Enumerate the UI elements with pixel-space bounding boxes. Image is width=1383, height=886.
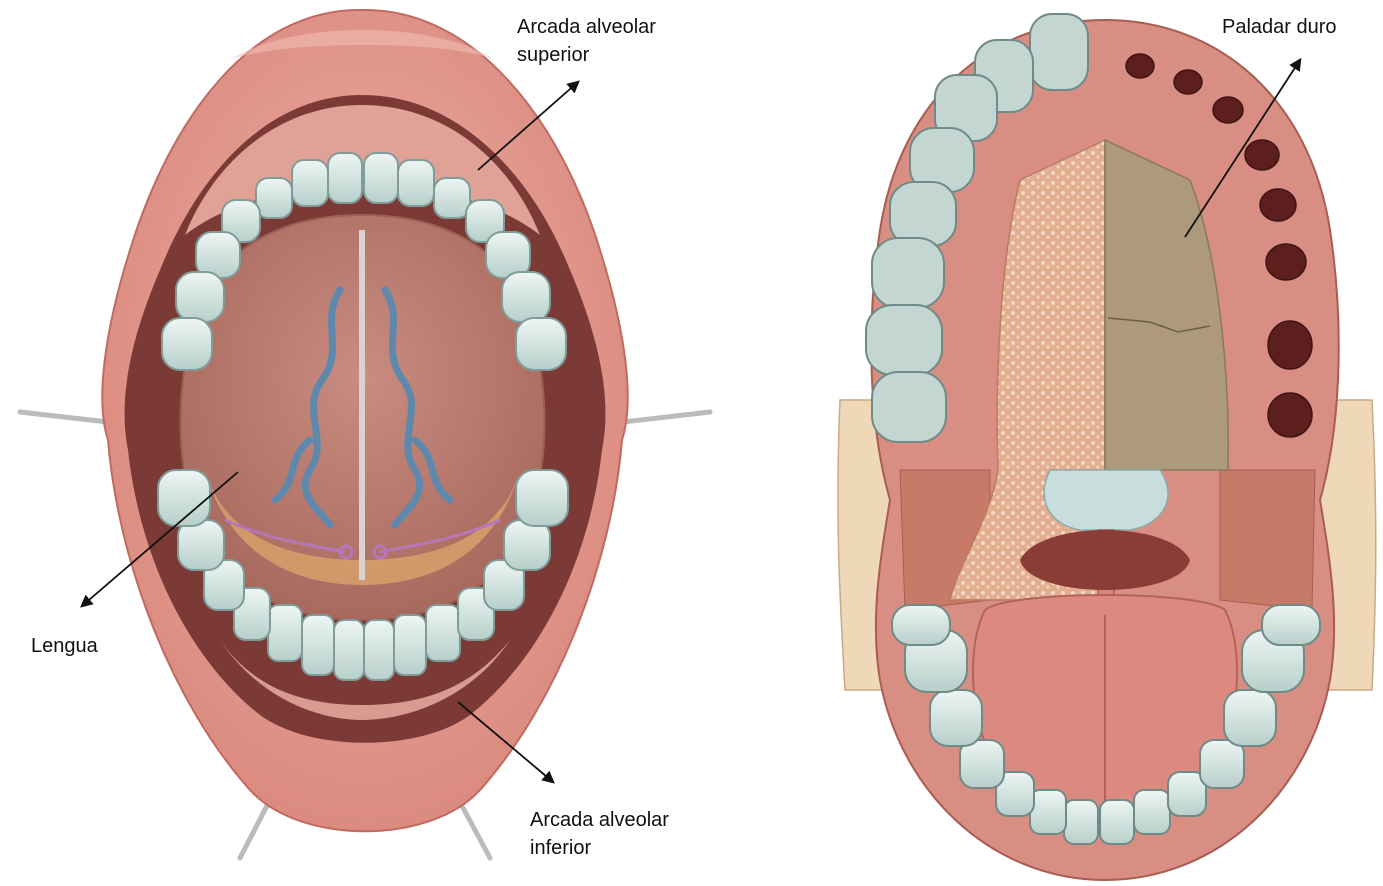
label-line: Arcada alveolar bbox=[517, 13, 656, 41]
label-arcada-alveolar-superior: Arcada alveolar superior bbox=[517, 13, 656, 69]
label-line: superior bbox=[517, 41, 656, 69]
label-line: inferior bbox=[530, 834, 669, 862]
label-lengua: Lengua bbox=[31, 632, 98, 660]
label-arcada-alveolar-inferior: Arcada alveolar inferior bbox=[530, 806, 669, 862]
label-paladar-duro: Paladar duro bbox=[1222, 13, 1337, 41]
soft-palate bbox=[1044, 470, 1168, 530]
label-line: Arcada alveolar bbox=[530, 806, 669, 834]
open-mouth-figure bbox=[20, 10, 710, 858]
palate-figure bbox=[838, 14, 1376, 880]
